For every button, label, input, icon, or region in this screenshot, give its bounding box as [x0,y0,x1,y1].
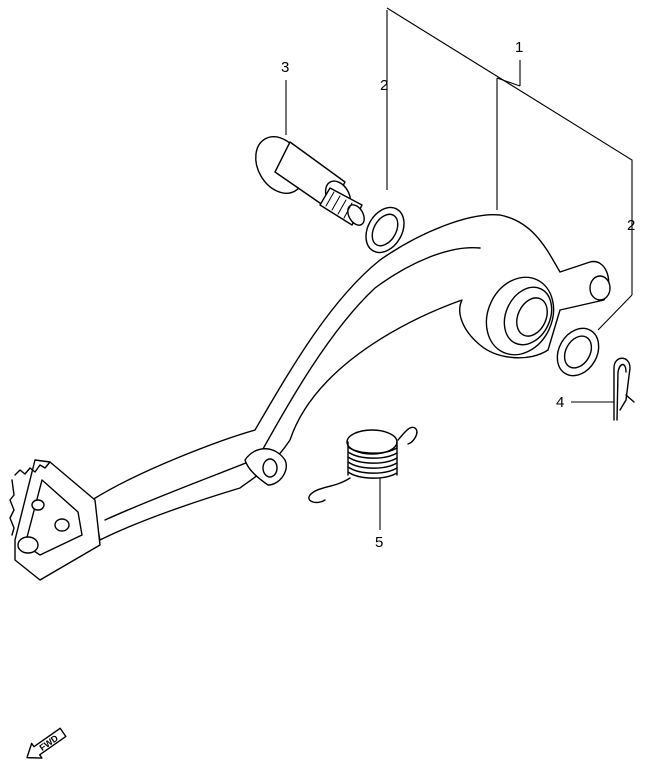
callout-part-1: 1 [515,39,523,56]
cotter-pin [613,357,635,421]
leader-part-2-right [597,294,633,331]
callout-part-2-right: 2 [627,217,635,234]
leader-part-1-cross [496,77,521,87]
washer-upper [365,206,405,254]
callout-part-2-upper: 2 [380,77,388,94]
washer-right [556,327,600,377]
leader-part-1-bracket [386,7,633,295]
return-spring [308,426,418,504]
callout-labels: 1 2 2 3 4 5 [281,39,635,551]
callout-part-5: 5 [375,534,383,551]
leader-lines [285,7,633,530]
brake-pedal [9,214,611,581]
pivot-bolt [255,136,365,226]
callout-part-4: 4 [556,394,564,411]
callout-part-3: 3 [281,59,289,76]
forward-arrow-icon: FWD [26,727,67,759]
